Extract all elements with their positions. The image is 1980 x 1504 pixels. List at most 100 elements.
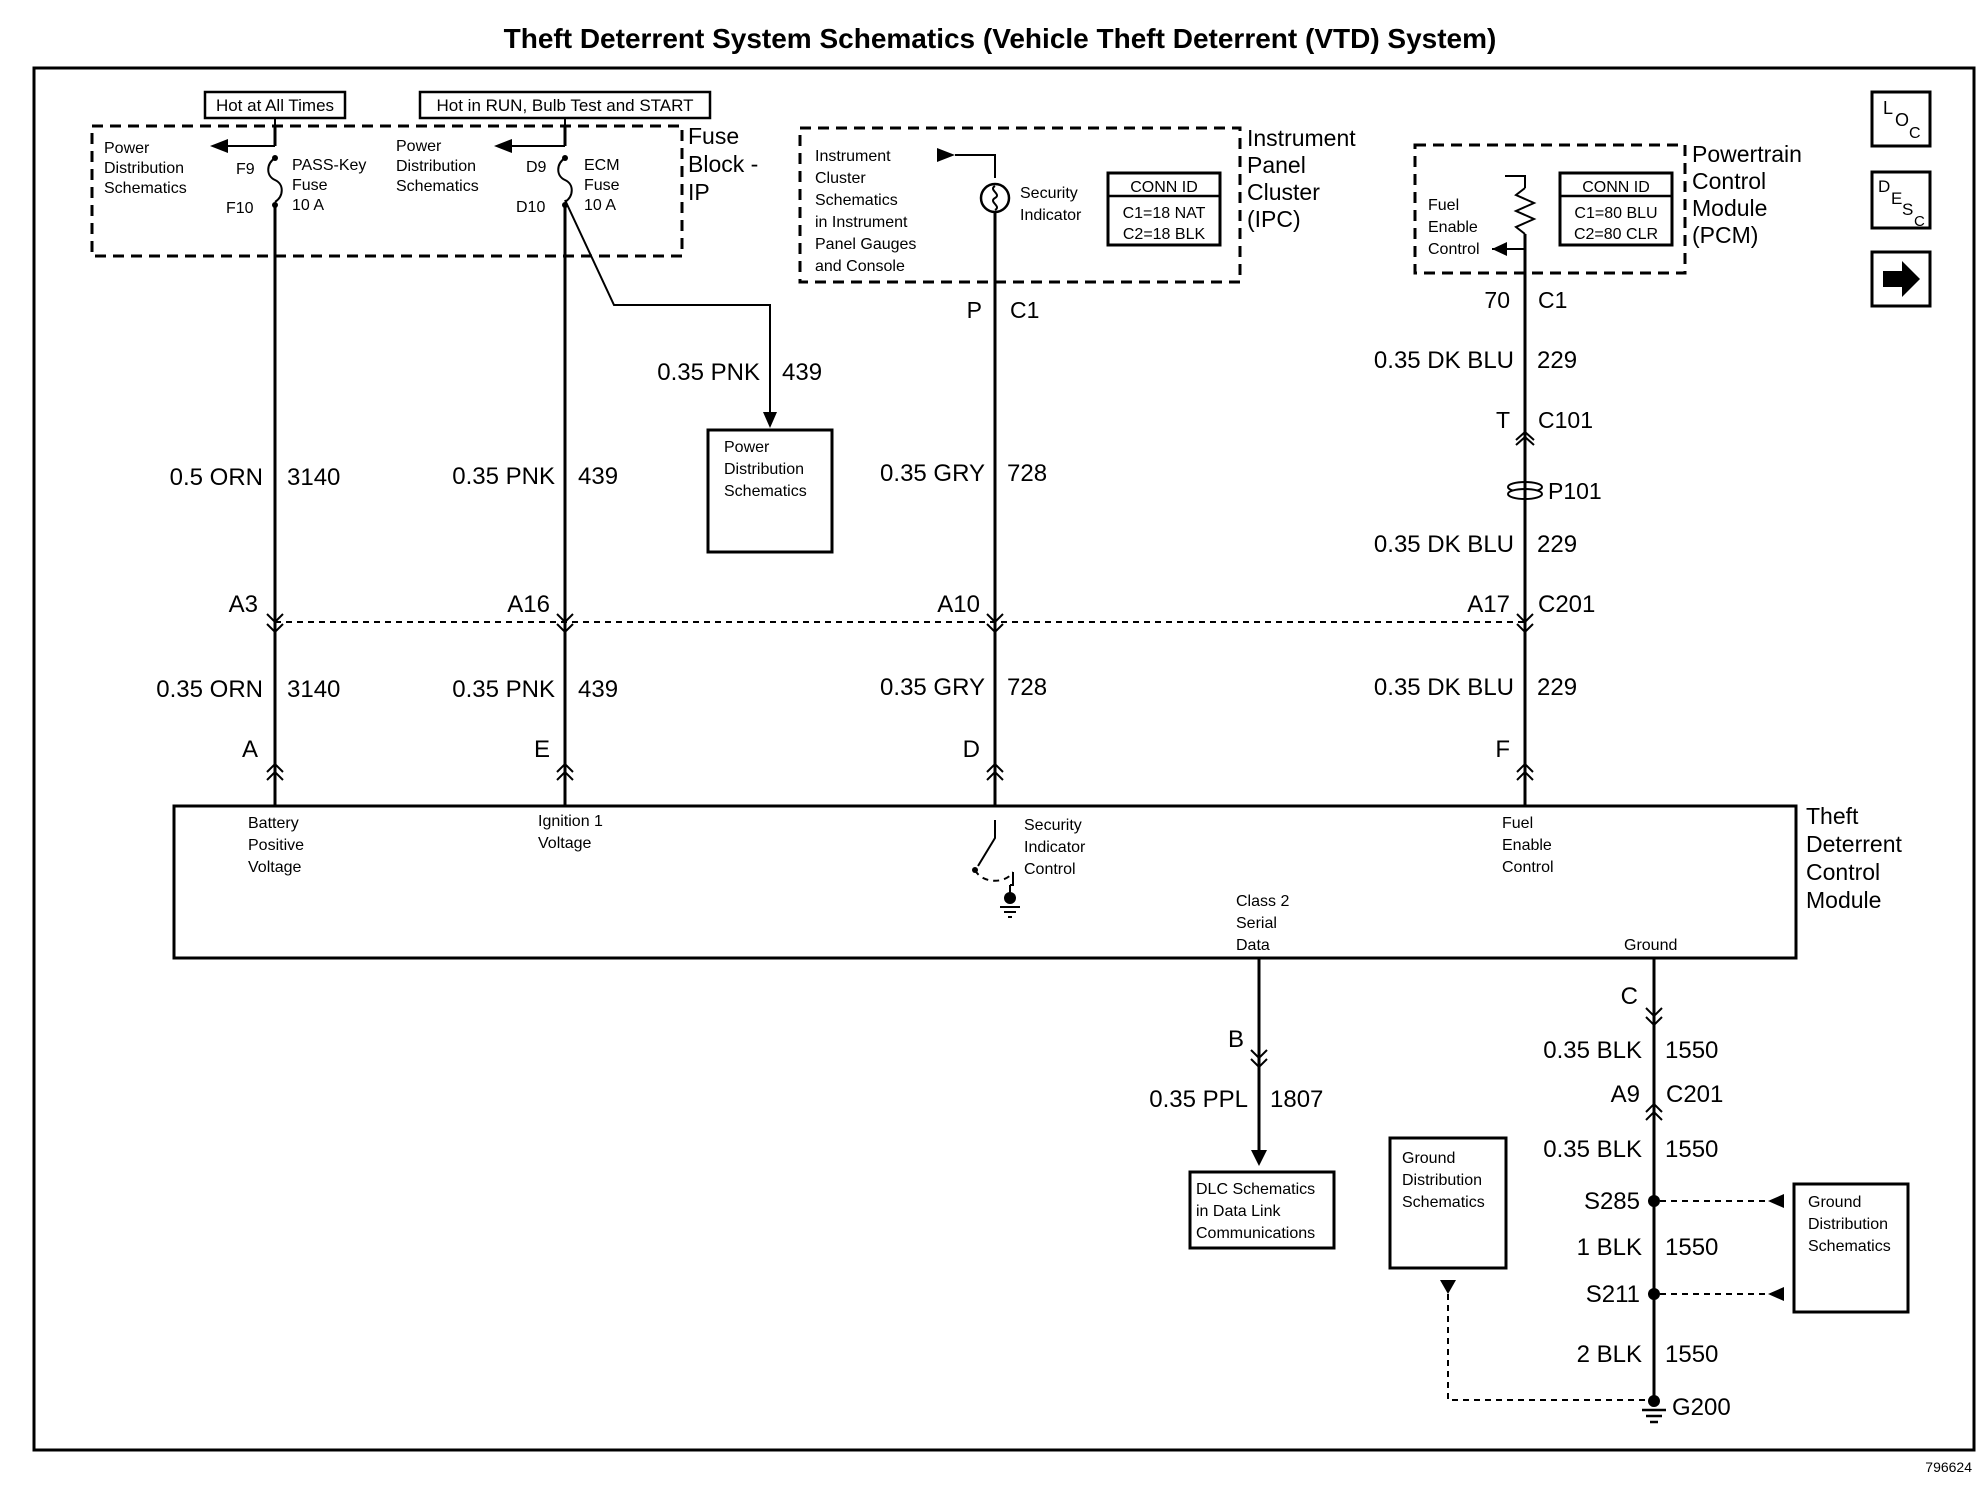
svg-text:Enable: Enable — [1428, 219, 1478, 236]
svg-text:Panel Gauges: Panel Gauges — [815, 236, 916, 253]
svg-text:Control: Control — [1428, 241, 1480, 258]
svg-text:Deterrent: Deterrent — [1806, 831, 1902, 857]
wire-1807-size: 0.35 PPL — [1149, 1086, 1248, 1113]
svg-text:Fuse: Fuse — [584, 177, 620, 194]
svg-text:Control: Control — [1806, 859, 1880, 885]
pcm-outline — [1413, 143, 1687, 275]
conn-t-label: T — [1496, 407, 1510, 433]
svg-text:Control: Control — [1502, 859, 1554, 876]
ipc-schematics-ref: Instrument Cluster Schematics in Instrum… — [815, 148, 916, 275]
pass-key-fuse-label: PASS-Key Fuse 10 A — [292, 157, 366, 214]
pcm-resistor-symbol — [1513, 187, 1537, 235]
wire-439-bot-num: 439 — [578, 676, 618, 703]
svg-text:Positive: Positive — [248, 837, 304, 854]
wire-229-a-num: 229 — [1537, 347, 1577, 374]
fuel-enable-control-label: Fuel Enable Control — [1502, 815, 1554, 876]
svg-text:C1=80 BLU: C1=80 BLU — [1574, 205, 1657, 222]
svg-text:Control: Control — [1024, 861, 1076, 878]
svg-text:E: E — [1891, 189, 1902, 208]
svg-text:10 A: 10 A — [584, 197, 616, 214]
svg-text:Battery: Battery — [248, 815, 299, 832]
svg-text:Schematics: Schematics — [1808, 1238, 1891, 1255]
pin-a-label: A — [242, 736, 258, 763]
svg-text:and Console: and Console — [815, 258, 905, 275]
svg-text:L: L — [1883, 98, 1893, 118]
svg-text:Enable: Enable — [1502, 837, 1552, 854]
pin-d-label: D — [963, 736, 980, 763]
svg-text:Distribution: Distribution — [396, 158, 476, 175]
svg-text:Cluster: Cluster — [815, 170, 866, 187]
svg-text:Schematics: Schematics — [104, 180, 187, 197]
wire-3140-top-num: 3140 — [287, 464, 340, 491]
svg-text:S: S — [1902, 200, 1913, 219]
right-arrow-icon[interactable] — [1870, 250, 1932, 308]
svg-text:Class 2: Class 2 — [1236, 893, 1289, 910]
hot-in-run-label: Hot in RUN, Bulb Test and START — [437, 96, 694, 115]
conn-a10-label: A10 — [937, 591, 980, 618]
conn-p101-label: P101 — [1548, 478, 1602, 504]
wire-1807-num: 1807 — [1270, 1086, 1323, 1113]
pin-b-label: B — [1228, 1026, 1244, 1053]
desc-icon[interactable]: D E S C — [1870, 170, 1932, 230]
wire-439-top-size: 0.35 PNK — [452, 463, 555, 490]
wire-728-top-size: 0.35 GRY — [880, 460, 985, 487]
battery-positive-voltage-label: Battery Positive Voltage — [248, 815, 304, 876]
svg-text:Fuel: Fuel — [1428, 197, 1459, 214]
ipc-pin-p: P — [967, 297, 982, 323]
figure-id: 796624 — [1925, 1459, 1972, 1475]
svg-text:Power: Power — [396, 138, 442, 155]
security-indicator-switch-icon — [972, 820, 1020, 918]
wire-1550-c-size: 1 BLK — [1577, 1234, 1642, 1261]
splice-s285 — [1648, 1195, 1660, 1207]
svg-text:CONN ID: CONN ID — [1582, 179, 1650, 196]
svg-text:Data: Data — [1236, 937, 1270, 954]
svg-text:Schematics: Schematics — [396, 178, 479, 195]
svg-text:C: C — [1914, 213, 1925, 230]
svg-text:Fuse: Fuse — [688, 123, 739, 149]
wire-229-c-size: 0.35 DK BLU — [1374, 674, 1514, 701]
svg-text:C2=80 CLR: C2=80 CLR — [1574, 226, 1658, 243]
hot-at-all-times-box — [203, 90, 347, 120]
svg-text:Voltage: Voltage — [538, 835, 591, 852]
p101-pass-through-icon — [1507, 480, 1543, 501]
svg-text:Module: Module — [1692, 195, 1767, 221]
wire-1550-c-num: 1550 — [1665, 1234, 1718, 1261]
pcm-pin-70: 70 — [1484, 287, 1510, 313]
fuse-block-outline — [90, 124, 684, 258]
tdm-label: Theft Deterrent Control Module — [1806, 803, 1902, 913]
wire-229-b-num: 229 — [1537, 531, 1577, 558]
ignition-1-voltage-label: Ignition 1 Voltage — [538, 813, 603, 852]
svg-text:Cluster: Cluster — [1247, 179, 1320, 205]
pcm-conn-c1: C1 — [1538, 287, 1567, 313]
loc-icon[interactable]: L O C — [1870, 90, 1932, 148]
ground-distribution-box-right: Ground Distribution Schematics — [1792, 1182, 1910, 1314]
svg-text:Communications: Communications — [1196, 1225, 1315, 1242]
svg-text:10 A: 10 A — [292, 197, 324, 214]
fuse-d9-label: D9 — [526, 159, 547, 176]
svg-text:Schematics: Schematics — [815, 192, 898, 209]
wire-439-top-num: 439 — [578, 463, 618, 490]
wire-1550-d-num: 1550 — [1665, 1341, 1718, 1368]
svg-text:Indicator: Indicator — [1024, 839, 1086, 856]
class-2-serial-data-label: Class 2 Serial Data — [1236, 893, 1289, 954]
wire-1550-b-size: 0.35 BLK — [1543, 1136, 1642, 1163]
pcm-conn-id-box: CONN ID C1=80 BLU C2=80 CLR — [1558, 171, 1674, 247]
svg-text:C1=18 NAT: C1=18 NAT — [1123, 205, 1206, 222]
fuse-d10-label: D10 — [516, 199, 545, 216]
svg-text:C2=18 BLK: C2=18 BLK — [1123, 226, 1206, 243]
wire-1550-a-size: 0.35 BLK — [1543, 1037, 1642, 1064]
pass-key-fuse-symbol — [267, 157, 283, 203]
svg-text:Panel: Panel — [1247, 152, 1306, 178]
svg-text:Distribution: Distribution — [1402, 1172, 1482, 1189]
svg-text:DLC Schematics: DLC Schematics — [1196, 1181, 1315, 1198]
svg-text:Ignition 1: Ignition 1 — [538, 813, 603, 830]
ecm-fuse-symbol — [557, 157, 573, 203]
svg-text:in Data Link: in Data Link — [1196, 1203, 1281, 1220]
security-indicator-control-label: Security Indicator Control — [1024, 817, 1086, 878]
ipc-outline — [798, 126, 1242, 284]
ecm-fuse-label: ECM Fuse 10 A — [584, 157, 620, 214]
wire-728-bot-size: 0.35 GRY — [880, 674, 985, 701]
svg-text:Security: Security — [1020, 185, 1078, 202]
wire-1550-a-num: 1550 — [1665, 1037, 1718, 1064]
